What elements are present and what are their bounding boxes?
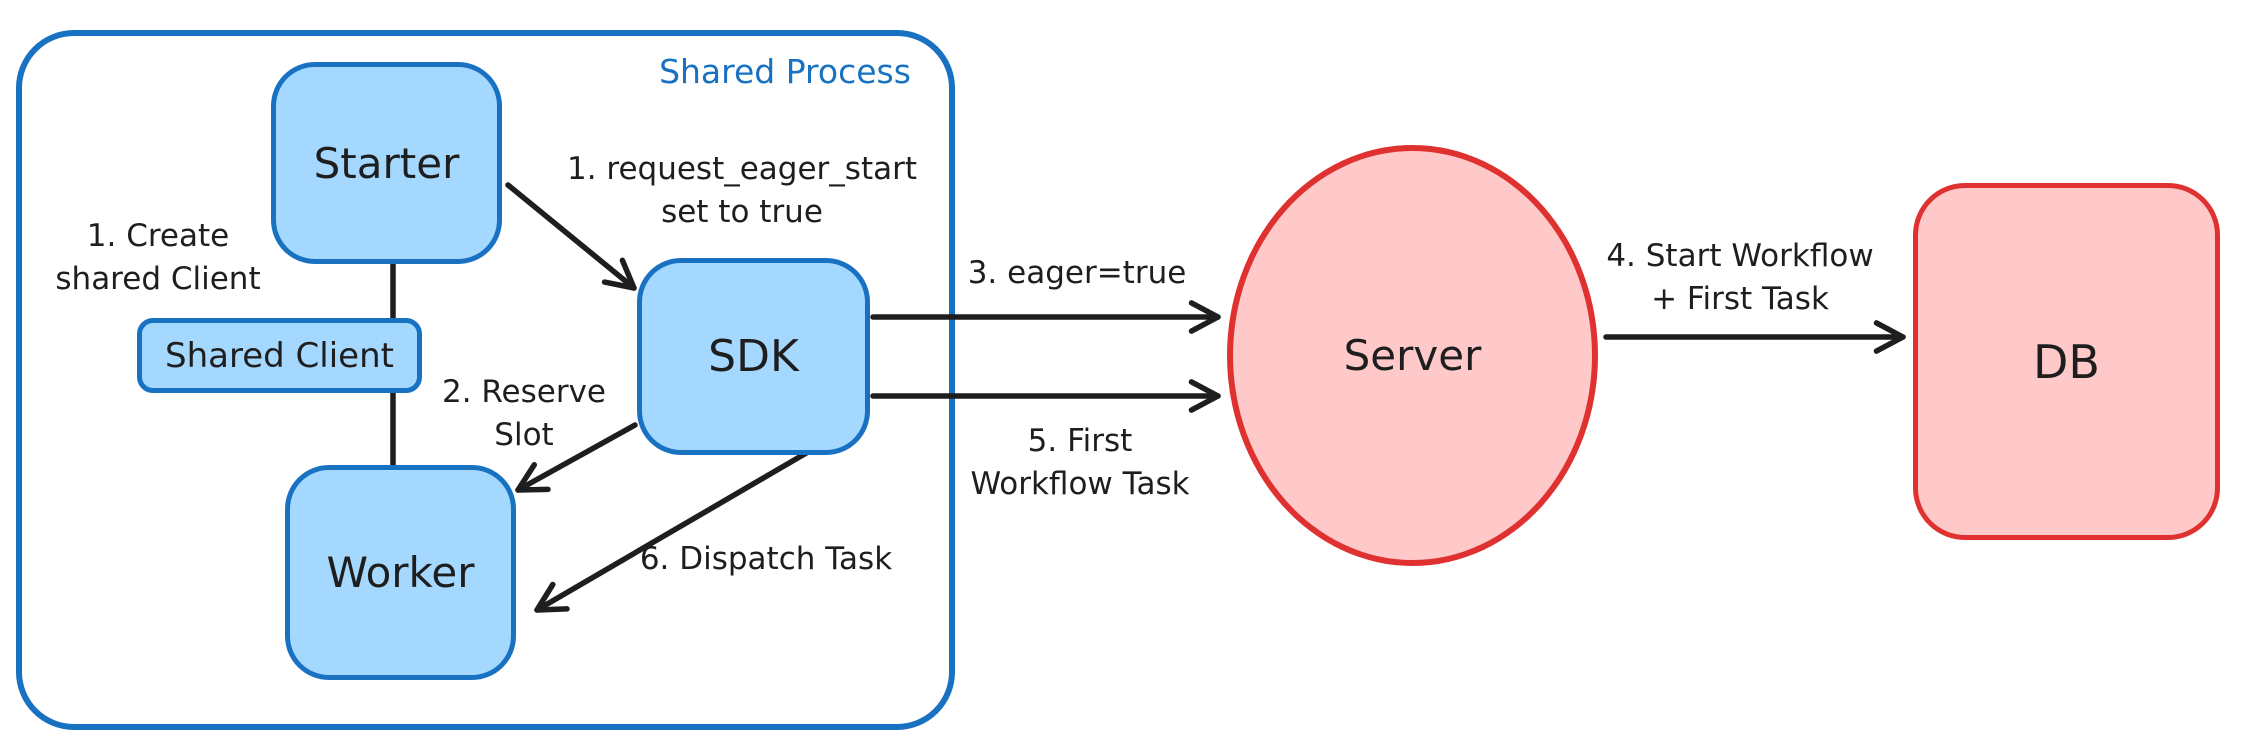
annotation-eager-true: 3. eager=true bbox=[967, 255, 1187, 291]
shared-client-label: Shared Client bbox=[165, 335, 394, 376]
db-node: DB bbox=[1913, 183, 2220, 540]
arrow-reserve-slot bbox=[515, 422, 638, 493]
arrow-dispatch-task bbox=[534, 449, 811, 613]
sdk-node: SDK bbox=[637, 258, 870, 455]
arrow-request-eager-start bbox=[505, 182, 637, 291]
starter-node: Starter bbox=[271, 62, 502, 264]
db-label: DB bbox=[2033, 334, 2100, 389]
annotation-first-workflow-task: 5. First Workflow Task bbox=[970, 423, 1190, 502]
starter-label: Starter bbox=[313, 138, 460, 188]
shared-process-label: Shared Process bbox=[659, 52, 911, 91]
annotation-start-workflow: 4. Start Workflow + First Task bbox=[1606, 238, 1874, 317]
arrow-first-workflow-task bbox=[870, 379, 1221, 413]
sdk-label: SDK bbox=[708, 331, 799, 382]
shared-process-container bbox=[16, 30, 955, 730]
server-label: Server bbox=[1343, 331, 1482, 380]
server-node: Server bbox=[1227, 145, 1598, 566]
annotation-reserve-slot: 2. Reserve Slot bbox=[441, 374, 607, 453]
arrow-start-workflow bbox=[1603, 320, 1906, 354]
arrow-eager-true bbox=[870, 300, 1221, 334]
annotation-create-shared-client: 1. Create shared Client bbox=[55, 218, 261, 297]
worker-label: Worker bbox=[326, 548, 475, 597]
shared-client-node: Shared Client bbox=[137, 318, 422, 393]
annotation-request-eager-start: 1. request_eager_start set to true bbox=[566, 151, 918, 230]
worker-node: Worker bbox=[285, 465, 516, 680]
annotation-dispatch-task: 6. Dispatch Task bbox=[639, 541, 893, 577]
